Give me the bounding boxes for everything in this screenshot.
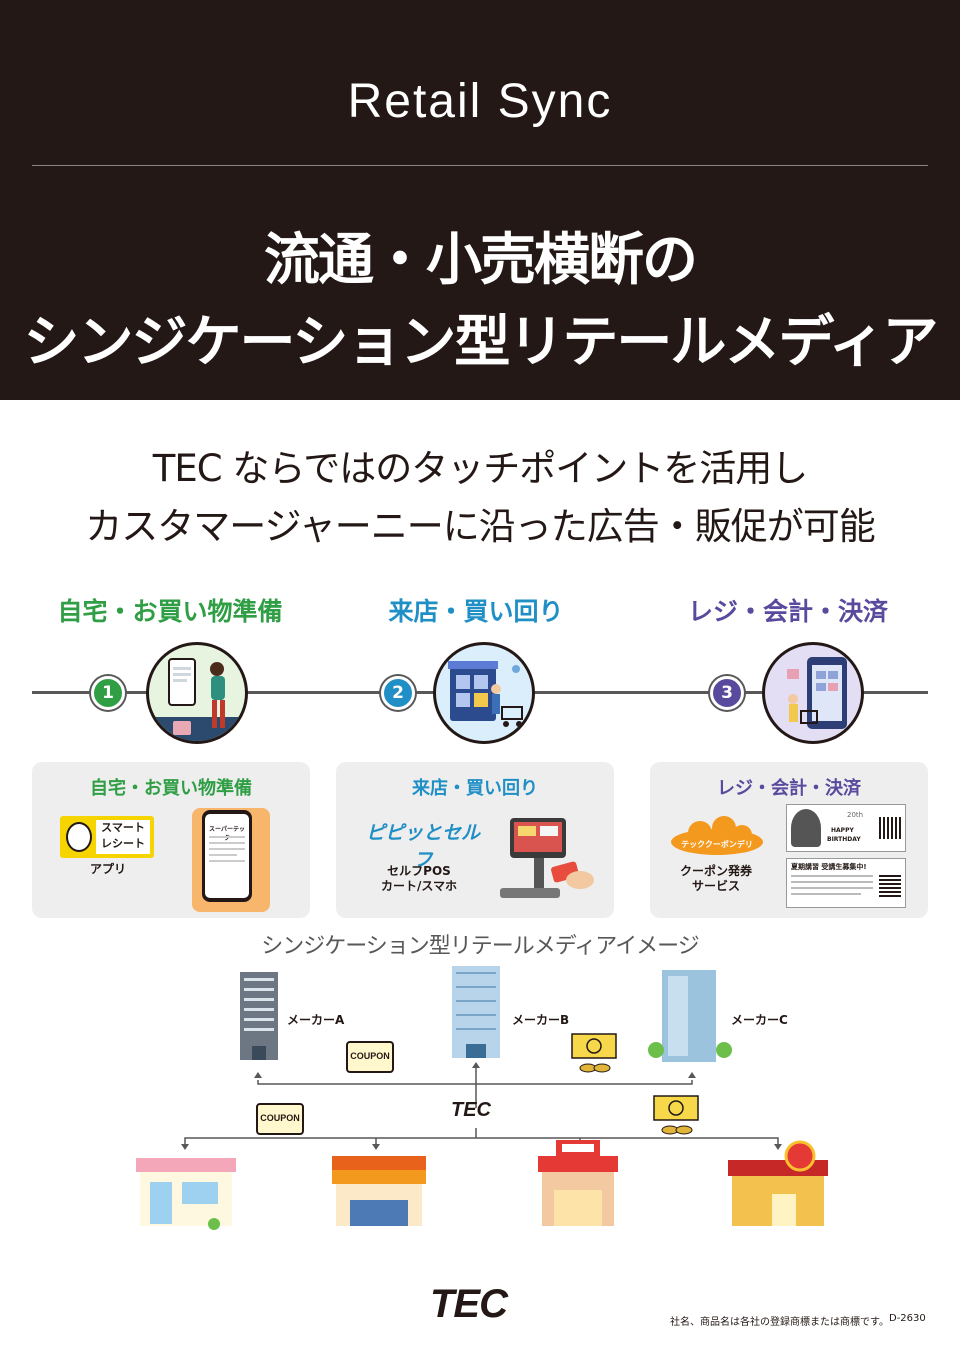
header-divider [32,165,928,166]
lead-line1: TEC ならではのタッチポイントを活用し [152,447,808,490]
tech-coupon-deli-cloud: テッククーポンデリ [668,816,766,856]
checkout-illustration [762,642,864,744]
in-store-illustration [433,642,535,744]
brand-title: Retail Sync [347,75,613,128]
stage-number-2: 2 [381,676,415,710]
pipitto-self-logo: ピピッとセルフ [365,822,480,871]
store-1-icon [136,1158,236,1230]
home-shopping-illustration [146,642,248,744]
coupon-label-1: COUPON [350,1051,390,1061]
card2-title: 来店・買い回り [412,778,538,799]
receipt2-title: 夏期講習 受講生募集中! [791,863,867,871]
card3-title: レジ・会計・決済 [717,778,861,799]
diagram-title: シンジケーション型リテールメディアイメージ [261,934,699,959]
coupon-icon-2: COUPON [256,1103,304,1135]
card-in-store: 来店・買い回り ピピッとセルフ セルフPOS カート/スマホ [336,762,614,918]
stage-label-1: 自宅・お買い物準備 [57,597,283,626]
maker-b-label: メーカーB [512,1013,570,1027]
card2-caption-line1: セルフPOS [387,864,451,878]
receipt-happy: HAPPY [831,827,854,834]
card1-caption: アプリ [89,862,126,876]
portrait-icon [791,809,821,847]
store-2-icon [332,1156,426,1226]
phone-screen: スーパーテック [205,814,249,898]
main-title-line1: 流通・小売横断の [264,228,698,293]
phone-store-name: スーパーテック [209,826,245,842]
trademark-note: 社名、商品名は各社の登録商標または商標です。 [670,1317,889,1328]
qr-code-icon [879,817,901,839]
receipt-anniversary: 20th [847,811,864,819]
phone-hand-image: スーパーテック [192,808,270,912]
document-code: D-2630 [889,1313,926,1324]
receipt-birthday: BIRTHDAY [827,836,861,843]
store-4-icon [728,1140,828,1226]
header-band: Retail Sync 流通・小売横断の シンジケーション型リテールメディア [0,0,960,400]
stage-number-1: 1 [91,676,125,710]
main-title-line2: シンジケーション型リテールメディア [23,310,939,375]
syndication-diagram [136,966,828,1230]
card-home-shopping: 自宅・お買い物準備 スマート レシート アプリ スーパーテック [32,762,310,918]
maker-a-label: メーカーA [287,1013,345,1027]
stage-label-3: レジ・会計・決済 [687,597,888,626]
card3-caption-line2: サービス [691,879,740,893]
tec-hub-label: TEC [451,1099,491,1121]
tec-logo: TEC [430,1282,508,1326]
money-icon-1 [571,1033,617,1073]
self-pos-cart-image [500,814,594,902]
maker-a-building-icon [240,972,278,1060]
card2-caption-line2: カート/スマホ [380,879,458,893]
store-3-icon [538,1140,618,1226]
stage-number-3: 3 [710,676,744,710]
card-checkout: レジ・会計・決済 テッククーポンデリ クーポン発券 サービス 20th HAPP… [650,762,928,918]
maker-b-building-icon [452,966,500,1058]
stage-label-2: 来店・買い回り [388,597,564,626]
qr-code-icon-2 [879,875,901,897]
smart-receipt-logo: スマート レシート [60,816,154,858]
card1-title: 自宅・お買い物準備 [90,778,252,799]
coupon-label-2: COUPON [260,1113,300,1123]
smart-receipt-logo-text: スマート レシート [96,820,150,854]
maker-c-label: メーカーC [731,1013,788,1027]
cow-mascot-icon [66,822,92,852]
cloud-text: テッククーポンデリ [681,840,753,849]
summer-course-receipt-coupon: 夏期講習 受講生募集中! [786,858,906,908]
coupon-icon-1: COUPON [346,1041,394,1073]
lead-line2: カスタマージャーニーに沿った広告・販促が可能 [85,505,875,548]
smartphone: スーパーテック [202,810,252,902]
maker-c-building-icon [648,970,732,1062]
birthday-receipt-coupon: 20th HAPPY BIRTHDAY [786,804,906,852]
card3-caption-line1: クーポン発券 [679,864,752,878]
money-icon-2 [653,1095,699,1135]
